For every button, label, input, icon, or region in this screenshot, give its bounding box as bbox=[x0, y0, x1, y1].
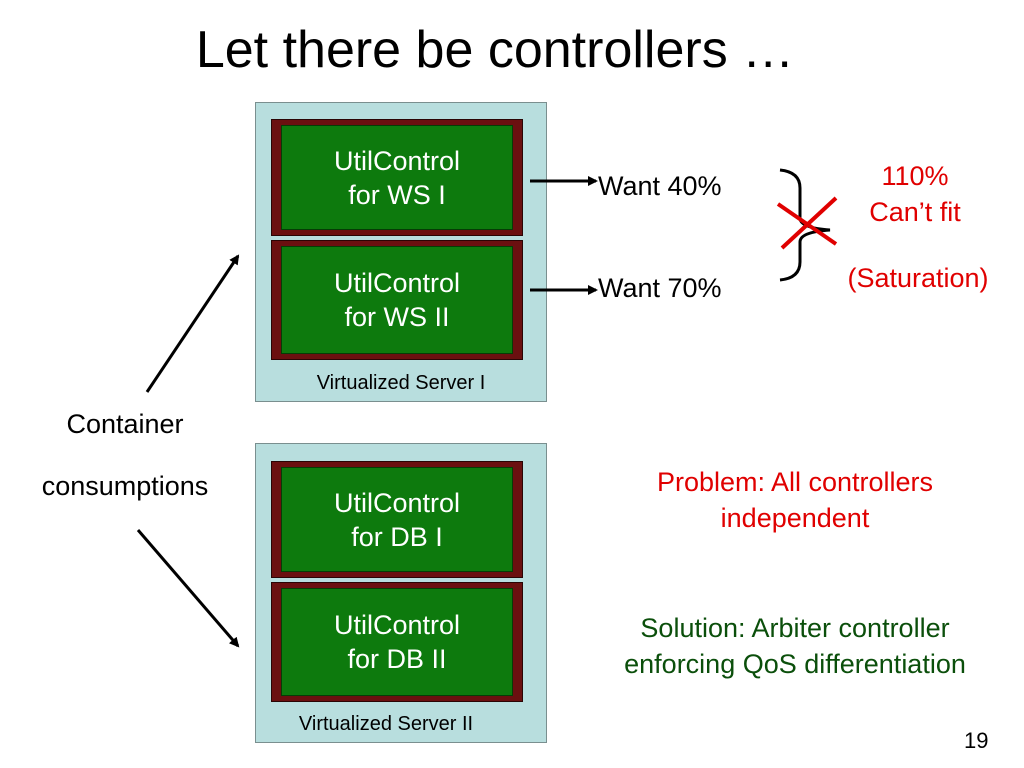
controller-db-1: UtilControl for DB I bbox=[271, 461, 523, 578]
solution-line2: enforcing QoS differentiation bbox=[624, 649, 966, 679]
slide-title: Let there be controllers … bbox=[195, 21, 795, 79]
controller-label-line1: UtilControl bbox=[333, 268, 461, 298]
controller-ws-2: UtilControl for WS II bbox=[271, 240, 523, 360]
controller-label-line2: for DB I bbox=[351, 521, 443, 552]
controller-label-line2: for WS II bbox=[344, 302, 450, 332]
server-label: Virtualized Server II bbox=[298, 713, 474, 735]
problem-line2: independent bbox=[720, 503, 870, 533]
virtualized-server-1: UtilControl for WS I UtilControl for WS … bbox=[255, 102, 547, 402]
overload-percent: 110% bbox=[881, 161, 949, 191]
overload-cant-fit: Can’t fit bbox=[869, 197, 961, 227]
controller-label-line1: UtilControl bbox=[333, 610, 461, 640]
controller-ws-1: UtilControl for WS I bbox=[271, 119, 523, 236]
server-label: Virtualized Server I bbox=[316, 372, 486, 394]
problem-text: Problem: All controllers independent bbox=[590, 464, 1000, 536]
want-label-ws1: Want 40% bbox=[598, 171, 722, 201]
container-label: Container bbox=[66, 409, 184, 439]
controller-label-line2: for WS I bbox=[348, 179, 446, 210]
want-label-ws2: Want 70% bbox=[598, 273, 722, 303]
virtualized-server-2: UtilControl for DB I UtilControl for DB … bbox=[255, 443, 547, 743]
solution-text: Solution: Arbiter controller enforcing Q… bbox=[570, 610, 1020, 682]
page-number: 19 bbox=[964, 728, 989, 753]
consumptions-label: consumptions bbox=[41, 471, 209, 501]
arrow-up-to-server-1 bbox=[145, 254, 240, 393]
problem-line1: Problem: All controllers bbox=[656, 467, 934, 497]
arrow-down-to-server-2 bbox=[136, 529, 240, 648]
controller-db-2: UtilControl for DB II bbox=[271, 582, 523, 702]
controller-label-line1: UtilControl bbox=[333, 145, 461, 176]
red-cross-icon bbox=[776, 196, 838, 250]
solution-line1: Solution: Arbiter controller bbox=[640, 613, 950, 643]
right-brace-icon bbox=[779, 168, 831, 282]
overload-text: 110% Can’t fit bbox=[840, 158, 990, 230]
controller-label-line2: for DB II bbox=[347, 644, 447, 674]
controller-label-line1: UtilControl bbox=[333, 487, 461, 518]
saturation-note: (Saturation) bbox=[847, 263, 989, 293]
